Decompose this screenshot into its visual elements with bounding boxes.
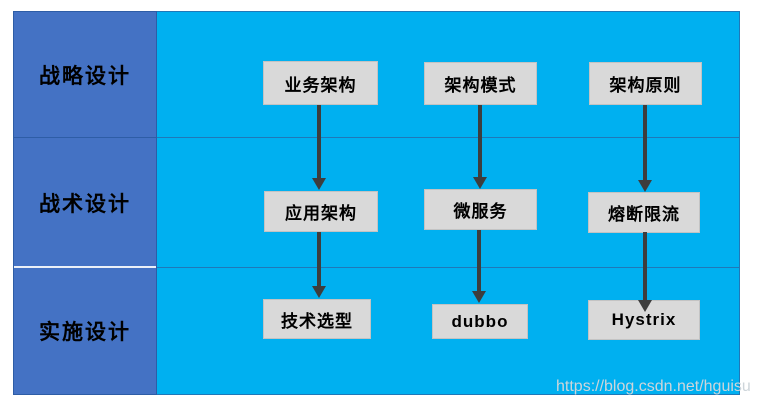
node-business-architecture: 业务架构: [263, 61, 378, 105]
arrow-head-icon: [638, 300, 652, 312]
node-technology-selection: 技术选型: [263, 299, 371, 339]
row-label-cell-tactical: 战术设计: [13, 137, 157, 268]
row-label-tactical: 战术设计: [39, 191, 131, 216]
row-label-strategic: 战略设计: [39, 63, 131, 88]
arrow-head-icon: [472, 291, 486, 303]
node-circuit-breaking: 熔断限流: [588, 192, 700, 233]
arrow-stem: [477, 230, 481, 291]
arrow-application-to-technology: [312, 232, 326, 298]
node-label: Hystrix: [611, 310, 677, 329]
node-label: 应用架构: [285, 204, 357, 223]
node-label: 业务架构: [284, 75, 357, 95]
arrow-stem: [478, 105, 482, 177]
arrow-circuitbreak-to-hystrix: [638, 232, 652, 312]
arrow-microservice-to-dubbo: [472, 230, 486, 303]
node-microservice: 微服务: [424, 189, 537, 230]
watermark-url: https://blog.csdn.net/hguisu: [556, 378, 751, 395]
row-label-implementation: 实施设计: [39, 320, 131, 344]
arrow-principle-to-circuitbreak: [638, 105, 652, 192]
node-dubbo: dubbo: [432, 304, 528, 339]
arrow-pattern-to-microservice: [473, 105, 487, 189]
arrow-stem: [643, 105, 647, 180]
node-architecture-principle: 架构原则: [589, 62, 702, 105]
row-label-cell-implementation: 实施设计: [13, 267, 157, 395]
arrow-stem: [317, 232, 321, 286]
node-architecture-pattern: 架构模式: [424, 62, 537, 105]
node-label: 架构原则: [609, 76, 682, 95]
node-label: 架构模式: [444, 76, 517, 95]
arrow-head-icon: [312, 286, 326, 298]
node-hystrix: Hystrix: [588, 300, 700, 340]
arrow-business-to-application: [312, 104, 326, 190]
arrow-stem: [317, 104, 321, 178]
arrow-head-icon: [312, 178, 326, 190]
node-label: 微服务: [453, 202, 508, 221]
row-separator-highlight: [14, 266, 156, 268]
node-label: 熔断限流: [608, 205, 680, 224]
arrow-head-icon: [473, 177, 487, 189]
node-label: 技术选型: [281, 311, 353, 331]
node-application-architecture: 应用架构: [264, 191, 378, 232]
arrow-stem: [643, 232, 647, 300]
arrow-head-icon: [638, 180, 652, 192]
row-label-cell-strategic: 战略设计: [13, 11, 157, 138]
node-label: dubbo: [451, 311, 509, 331]
